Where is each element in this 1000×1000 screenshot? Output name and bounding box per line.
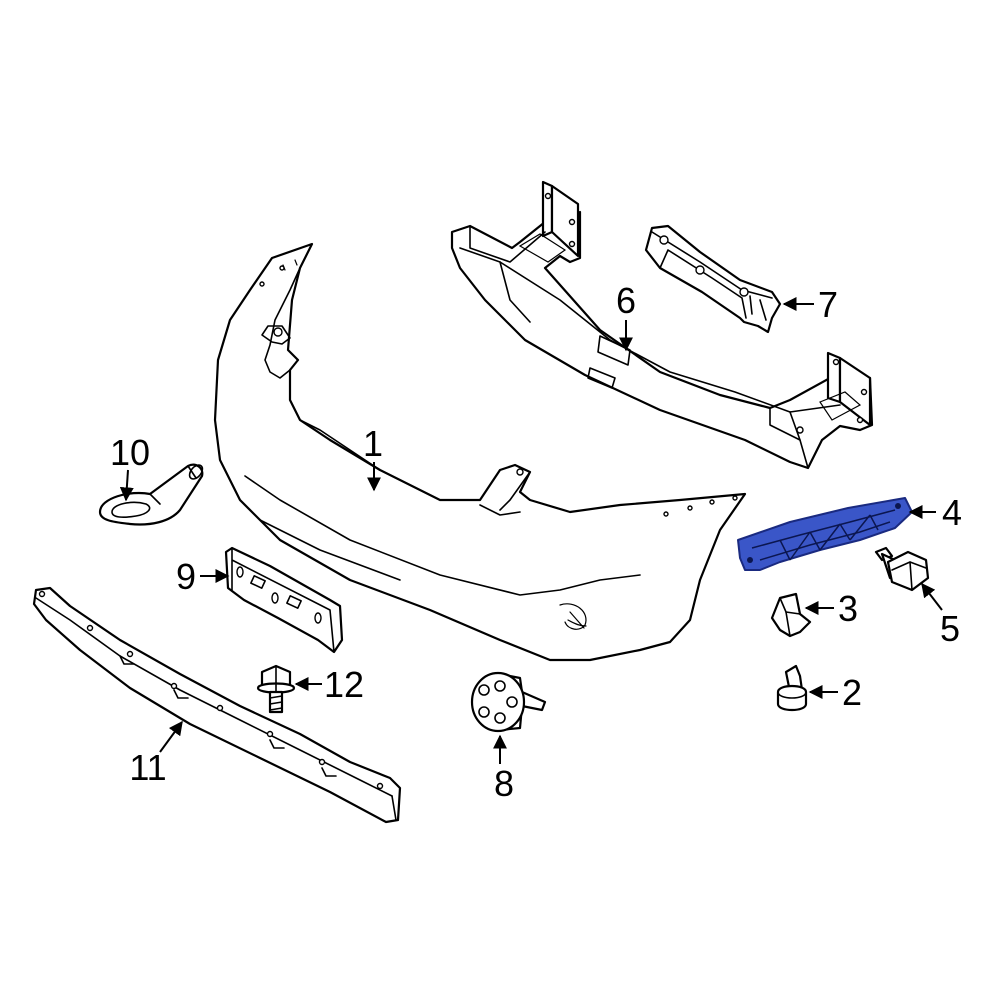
flange-bolt-part[interactable] [256,664,296,714]
bumper-cover-part[interactable] [213,242,747,662]
callout-3: 3 [838,588,858,629]
leader-lines [119,297,943,764]
callout-8: 8 [494,763,514,804]
side-bracket-part-highlighted[interactable] [737,497,913,571]
leader-11 [159,720,183,753]
hex-bolt-part[interactable] [874,546,930,592]
callout-10: 10 [110,432,150,473]
clip-part[interactable] [770,592,812,638]
leader-10 [119,469,134,502]
callout-7: 7 [818,284,838,325]
upper-bracket-part[interactable] [644,224,782,334]
callout-1: 1 [363,423,383,464]
callout-4: 4 [942,492,962,533]
lower-bracket-part[interactable] [224,546,344,654]
reinforcement-beam-part[interactable] [450,180,874,470]
callout-6: 6 [616,280,636,321]
push-pin-part[interactable] [776,664,808,712]
callout-labels: 1 2 3 4 5 6 7 8 9 10 11 12 [110,280,962,804]
callout-5: 5 [940,608,960,649]
leader-5 [921,582,943,611]
callout-12: 12 [324,664,364,705]
sensor-holder-part[interactable] [470,671,547,733]
callout-2: 2 [842,672,862,713]
callout-11: 11 [129,747,166,788]
lower-strip-part[interactable] [32,586,402,824]
callout-9: 9 [176,556,196,597]
